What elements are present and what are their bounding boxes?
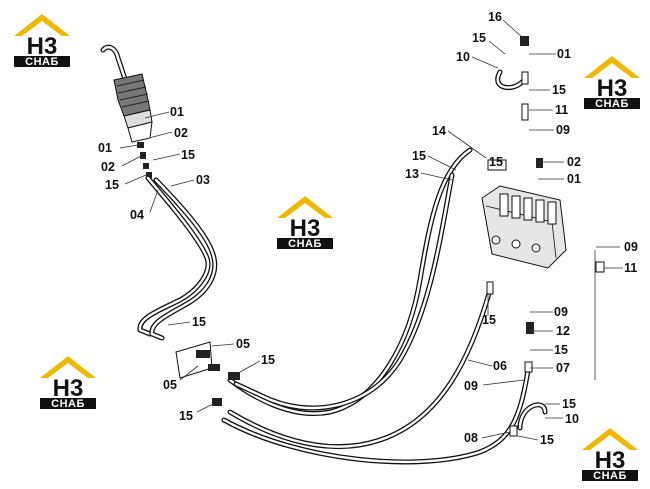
callout: 03 [196, 173, 210, 187]
callout: 15 [562, 397, 576, 411]
callout: 09 [624, 240, 638, 254]
brand-logo-watermark: H3 CHAБ [36, 352, 100, 410]
svg-text:CHAБ: CHAБ [595, 98, 629, 110]
callout: 05 [236, 337, 250, 351]
control-valve-block [481, 159, 567, 269]
mounting-bracket [175, 341, 240, 406]
callout: 15 [540, 433, 554, 447]
callout: 02 [101, 160, 115, 174]
svg-text:H3: H3 [27, 33, 58, 60]
callout: 15 [489, 155, 503, 169]
callout: 13 [405, 167, 419, 181]
callout: 14 [432, 124, 446, 138]
callout: 09 [556, 123, 570, 137]
callout: 15 [192, 315, 206, 329]
svg-text:CHAБ: CHAБ [593, 470, 627, 482]
callout: 07 [556, 361, 570, 375]
callout: 05 [163, 378, 177, 392]
callout-labels: 16 15 01 10 15 11 09 14 15 13 15 02 01 0… [98, 10, 638, 447]
callout: 15 [472, 31, 486, 45]
callout: 02 [174, 126, 188, 140]
callout: 10 [456, 50, 470, 64]
logo-roof [14, 14, 70, 36]
callout: 09 [554, 305, 568, 319]
callout: 15 [181, 148, 195, 162]
callout: 02 [567, 155, 581, 169]
callout: 12 [556, 324, 570, 338]
brand-logo-watermark: H3 CHAБ [578, 424, 642, 482]
callout: 01 [98, 141, 112, 155]
callout: 04 [130, 208, 144, 222]
callout: 06 [493, 359, 507, 373]
callout: 16 [488, 10, 502, 24]
callout: 15 [412, 149, 426, 163]
callout: 15 [105, 178, 119, 192]
callout: 11 [624, 261, 637, 275]
svg-text:CHAБ: CHAБ [25, 56, 59, 68]
svg-text:H3: H3 [290, 215, 321, 242]
brand-logo-watermark: H3 CHAБ [10, 10, 74, 68]
callout: 08 [464, 431, 478, 445]
brand-logo-watermark: H3 CHAБ [273, 192, 337, 250]
svg-text:CHAБ: CHAБ [288, 238, 322, 250]
joystick-assembly [100, 44, 153, 178]
callout: 15 [261, 353, 275, 367]
callout: 01 [567, 172, 581, 186]
callout: 01 [170, 105, 184, 119]
hose-lines [137, 69, 548, 465]
callout: 11 [555, 103, 568, 117]
callout: 10 [565, 412, 579, 426]
callout: 01 [557, 47, 571, 61]
callout: 15 [554, 343, 568, 357]
callout: 15 [552, 83, 566, 97]
svg-text:H3: H3 [53, 375, 84, 402]
svg-text:CHAБ: CHAБ [51, 398, 85, 410]
fittings-column [486, 36, 605, 437]
svg-text:H3: H3 [597, 75, 628, 102]
svg-text:H3: H3 [595, 447, 626, 474]
brand-logo-watermark: H3 CHAБ [580, 52, 644, 110]
callout: 15 [482, 313, 496, 327]
callout: 15 [179, 409, 193, 423]
leader-lines [119, 19, 623, 441]
callout: 09 [464, 379, 478, 393]
